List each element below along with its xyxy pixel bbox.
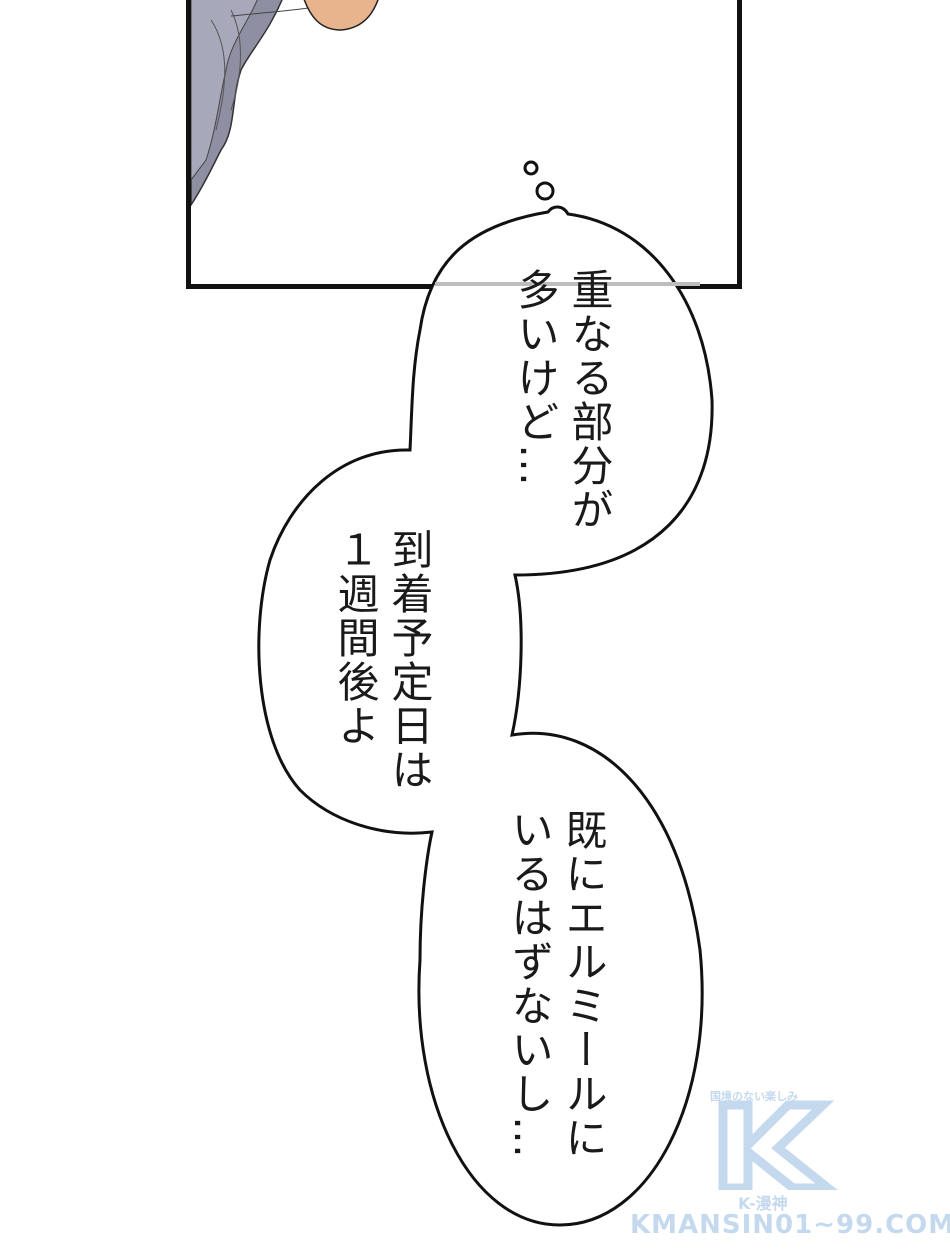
bubble-1-column-1: 重なる部分が <box>565 268 614 532</box>
watermark-subtitle: K-漫神 <box>738 1194 788 1213</box>
watermark-url: KMANSIN01~99.COM <box>630 1210 950 1240</box>
watermark-k-logo-icon <box>718 1100 838 1190</box>
comic-panel <box>186 0 742 289</box>
bubble-3-column-1: 既にエルミールに <box>559 808 608 1160</box>
watermark-tagline: 国境のない楽しみ <box>710 1090 798 1103</box>
bubble-outline <box>257 205 714 1227</box>
thought-circle-medium <box>535 181 555 201</box>
bubble-1-column-2: 多いけど… <box>511 268 560 488</box>
bubble-3-column-2: いるはずないし… <box>505 808 554 1160</box>
bubble-2-column-2: １週間後よ <box>331 528 380 748</box>
watermark: 国境のない楽しみ K-漫神 KMANSIN01~99.COM <box>630 1082 950 1242</box>
character-hair-art <box>191 0 379 207</box>
bubble-2-column-1: 到着予定日は <box>385 528 434 792</box>
thought-circle-small <box>523 160 539 176</box>
